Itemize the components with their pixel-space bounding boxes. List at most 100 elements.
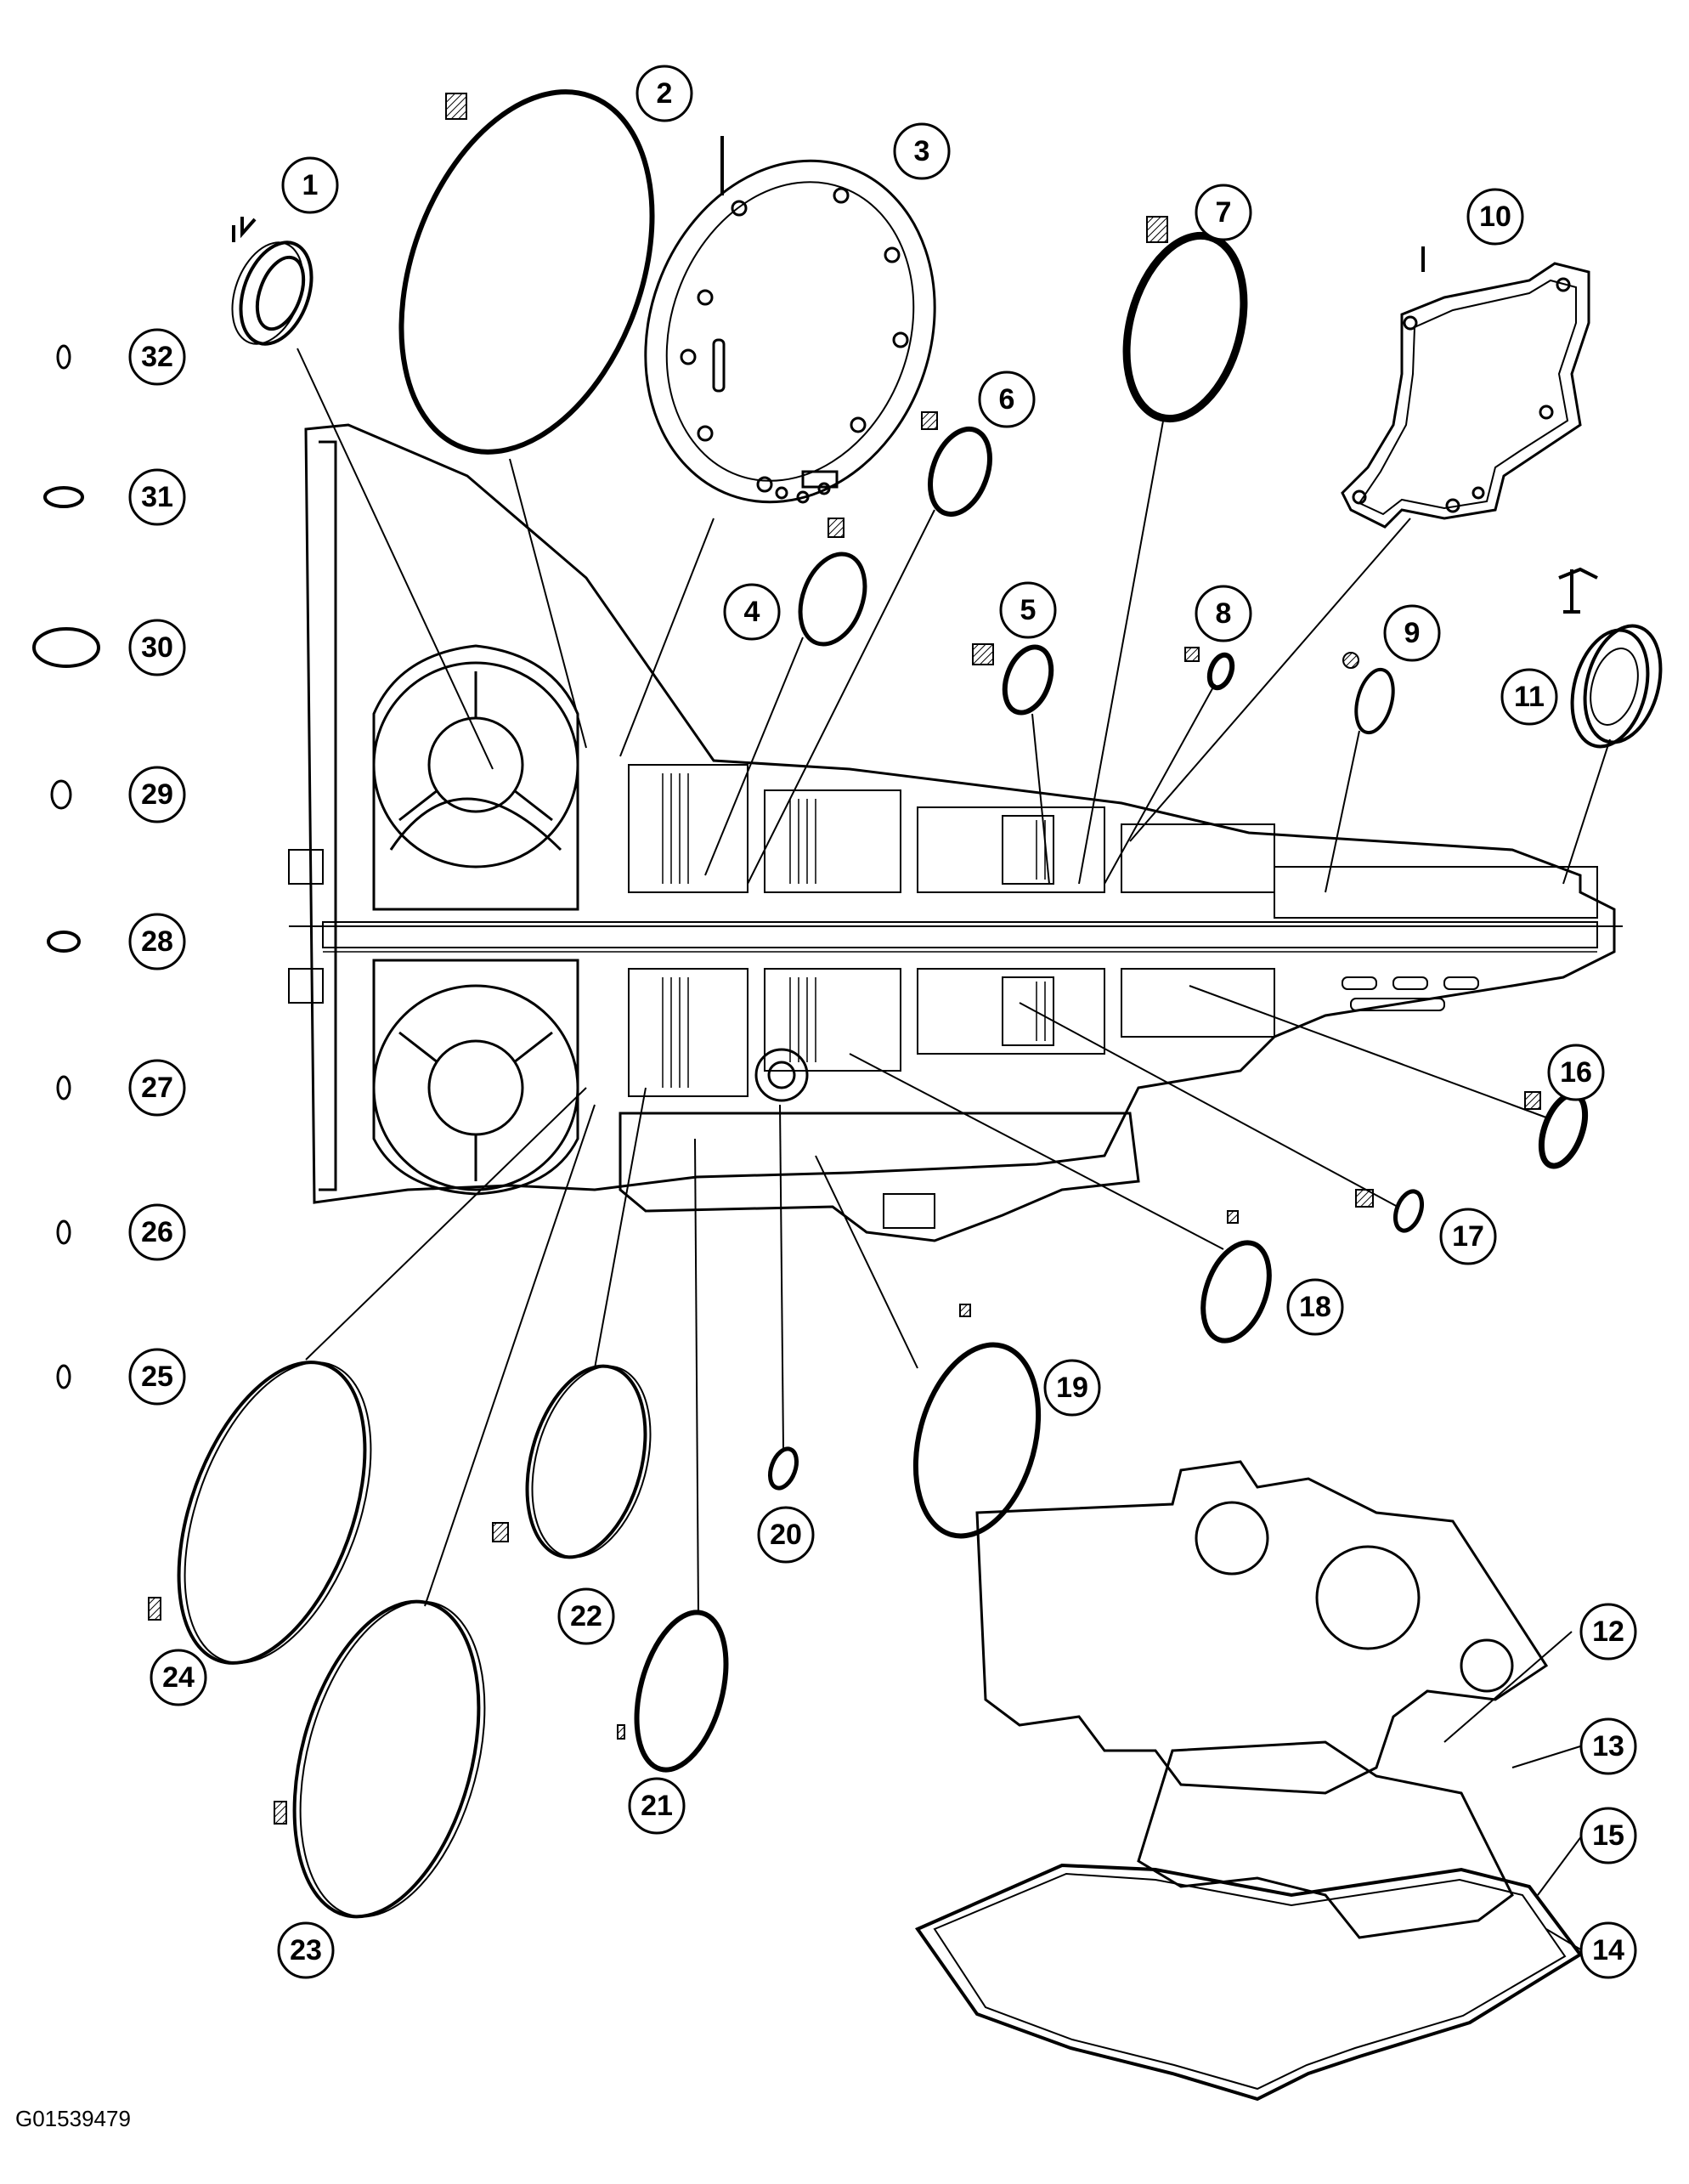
pump-gasket	[644, 159, 936, 504]
o-ring-27	[56, 1075, 71, 1100]
callout-label: 27	[141, 1072, 173, 1104]
seal-ring-17	[1392, 1189, 1425, 1233]
callout-18	[1286, 1278, 1344, 1336]
o-ring-30	[32, 627, 100, 668]
callout-15	[1579, 1807, 1637, 1864]
o-ring-32	[56, 344, 71, 370]
callout-label: 5	[1020, 594, 1037, 626]
callout-1	[281, 156, 339, 214]
callout-label: 14	[1592, 1934, 1624, 1966]
callout-label: 22	[570, 1600, 602, 1632]
callout-labels: 1 2 3 4 5 6 7 8 9 10 11 12 13 14 15 16 1…	[141, 77, 1624, 1966]
callout-label: 1	[302, 169, 319, 201]
figure-id: G01539479	[15, 2106, 131, 2131]
seal-ring-16	[1538, 1091, 1589, 1169]
callout-label: 17	[1452, 1220, 1484, 1253]
transmission-assembly	[288, 423, 1623, 1242]
seal-ring-20	[767, 1446, 799, 1491]
callout-label: 3	[914, 135, 930, 167]
callout-31	[128, 468, 186, 526]
seal-ring-4	[798, 552, 867, 647]
callout-label: 10	[1479, 201, 1511, 233]
callout-circles	[128, 65, 1637, 1979]
callout-20	[757, 1506, 815, 1564]
callout-26	[128, 1203, 186, 1261]
callout-label: 24	[162, 1661, 195, 1694]
callout-8	[1195, 585, 1252, 642]
seal-ring-22	[525, 1364, 647, 1559]
front-pump-seal	[231, 240, 314, 346]
callout-4	[723, 583, 781, 641]
callout-label: 28	[141, 925, 173, 958]
seal-ring-23	[292, 1599, 481, 1919]
material-markers	[148, 93, 1541, 1825]
parts	[32, 89, 1663, 2102]
callout-label: 9	[1404, 617, 1421, 649]
callout-label: 12	[1592, 1615, 1624, 1648]
bracket-symbols	[232, 136, 1598, 614]
valve-body-plates	[975, 1460, 1549, 1939]
callout-13	[1579, 1717, 1637, 1775]
seal-ring-9	[1354, 667, 1395, 735]
callout-16	[1547, 1044, 1605, 1101]
callout-label: 29	[141, 778, 173, 811]
callout-label: 15	[1592, 1819, 1624, 1852]
callout-label: 26	[141, 1216, 173, 1248]
callout-28	[128, 913, 186, 970]
seal-ring-8	[1206, 652, 1235, 691]
callout-label: 11	[1514, 681, 1545, 713]
seal-ring-7	[1122, 231, 1248, 423]
callout-7	[1195, 184, 1252, 241]
callout-label: 13	[1592, 1730, 1624, 1762]
callout-label: 20	[770, 1519, 802, 1551]
o-ring-26	[56, 1219, 71, 1245]
callout-21	[628, 1777, 686, 1835]
callout-label: 8	[1216, 597, 1232, 630]
callout-label: 23	[290, 1934, 322, 1966]
callout-label: 31	[141, 481, 173, 513]
o-ring-31	[43, 486, 84, 508]
callout-label: 19	[1056, 1372, 1088, 1404]
callout-label: 18	[1299, 1291, 1331, 1323]
callout-17	[1439, 1208, 1497, 1265]
seal-ring-24	[177, 1361, 367, 1665]
callout-29	[128, 766, 186, 823]
callout-23	[277, 1921, 335, 1979]
callout-25	[128, 1348, 186, 1406]
callout-label: 32	[141, 341, 173, 373]
callout-label: 7	[1216, 196, 1232, 229]
o-ring-25	[56, 1364, 71, 1389]
callout-14	[1579, 1921, 1637, 1979]
rear-extension-seal	[1570, 624, 1663, 749]
callout-12	[1579, 1603, 1637, 1661]
callout-11	[1500, 668, 1558, 726]
o-ring-29	[50, 779, 72, 810]
seal-ring-6	[928, 426, 992, 518]
seal-ring-18	[1200, 1240, 1272, 1344]
callout-10	[1466, 188, 1524, 246]
callout-19	[1043, 1359, 1101, 1417]
seal-ring-5	[1002, 644, 1054, 716]
callout-6	[978, 371, 1036, 428]
callout-3	[893, 122, 951, 180]
callout-label: 30	[141, 631, 173, 664]
o-ring-28	[47, 931, 81, 953]
callout-label: 21	[641, 1790, 673, 1822]
callout-2	[635, 65, 693, 122]
extension-housing-gasket	[1341, 262, 1590, 529]
callout-5	[999, 581, 1057, 639]
callout-9	[1383, 604, 1441, 662]
callout-32	[128, 328, 186, 386]
callout-22	[557, 1587, 615, 1645]
oil-pan-gasket	[914, 1863, 1583, 2102]
callout-label: 16	[1560, 1056, 1592, 1089]
callout-label: 6	[999, 383, 1015, 416]
seal-ring-19	[912, 1342, 1042, 1539]
callout-24	[150, 1649, 207, 1706]
callout-30	[128, 619, 186, 676]
leader-lines	[297, 348, 1611, 1951]
callout-label: 2	[657, 77, 673, 110]
callout-label: 25	[141, 1361, 173, 1393]
callout-label: 4	[744, 596, 760, 628]
